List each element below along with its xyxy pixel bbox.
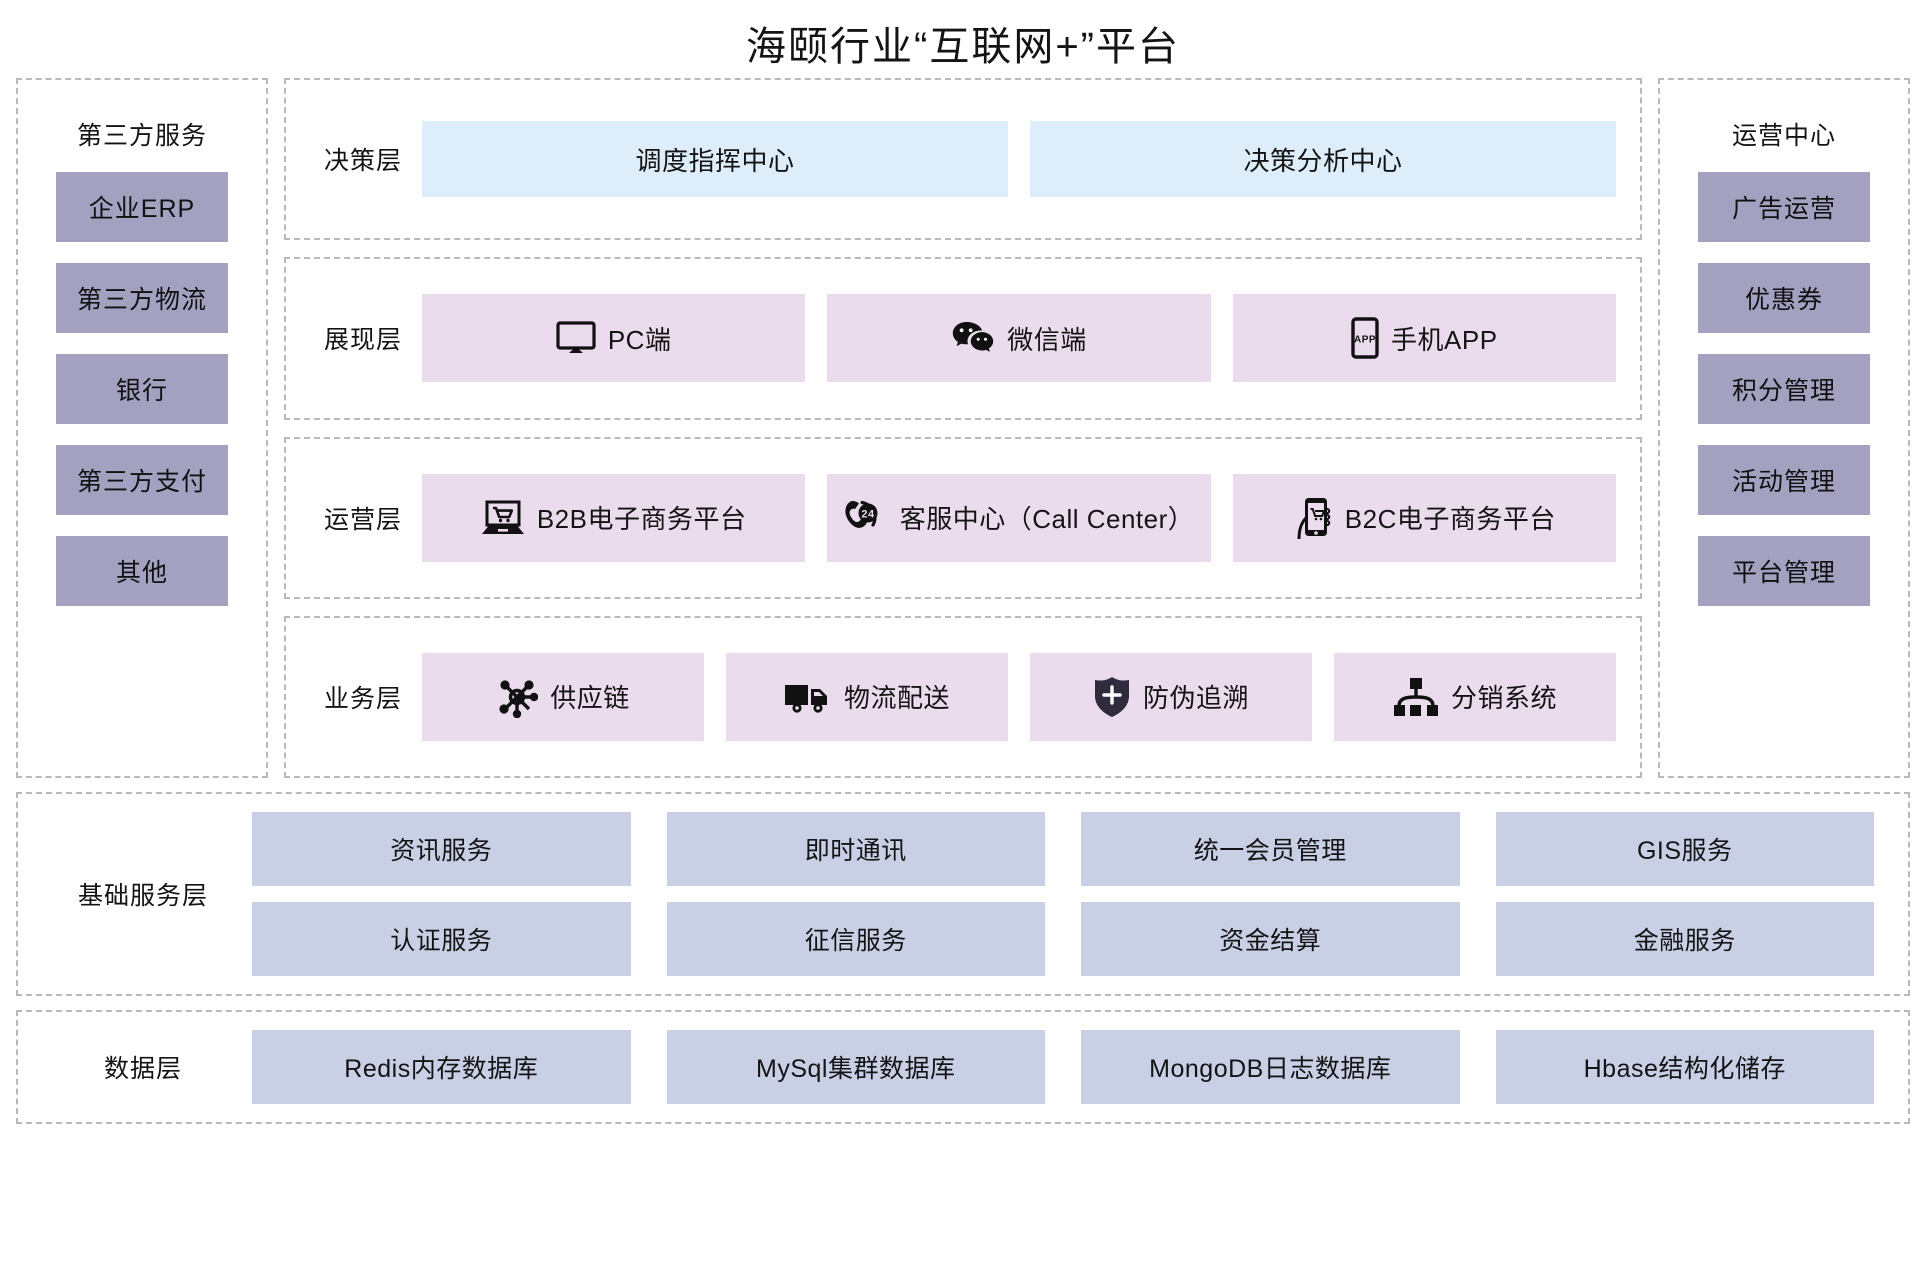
layer-business-label: 业务层 [323, 684, 402, 713]
lower-region: 基础服务层 资讯服务 即时通讯 统一会员管理 GIS服务 认证服务 征信服务 资… [0, 778, 1926, 1124]
monitor-icon [556, 321, 596, 355]
operation-center-title: 运营中心 [1731, 122, 1836, 150]
third-party-item-bank[interactable]: 银行 [56, 354, 228, 424]
cell-call-center[interactable]: 24 客服中心（Call Center） [827, 473, 1211, 562]
tile-authentication-service[interactable]: 认证服务 [252, 902, 631, 976]
cell-label: 防伪追溯 [1142, 683, 1249, 714]
cell-label: 手机APP [1391, 324, 1498, 355]
layer-operation: 运营层 B2B电子 [284, 436, 1642, 599]
operation-item-campaign[interactable]: 活动管理 [1698, 445, 1870, 515]
operation-item-coupon[interactable]: 优惠券 [1698, 263, 1870, 333]
data-layer-grid: Redis内存数据库 MySql集群数据库 MongoDB日志数据库 Hbase… [252, 1030, 1874, 1104]
third-party-item-logistics[interactable]: 第三方物流 [56, 263, 228, 333]
network-nodes-icon [496, 676, 539, 718]
operation-item-advertising[interactable]: 广告运营 [1698, 172, 1870, 242]
cell-label: B2C电子商务平台 [1344, 504, 1556, 535]
cell-label: 分销系统 [1450, 683, 1557, 714]
tile-gis-service[interactable]: GIS服务 [1495, 812, 1874, 886]
base-service-row-2: 认证服务 征信服务 资金结算 金融服务 [252, 902, 1874, 976]
layer-operation-label: 运营层 [323, 505, 402, 534]
cell-label: 供应链 [550, 683, 630, 714]
svg-text:APP: APP [1354, 335, 1376, 346]
wechat-icon [951, 320, 995, 356]
cell-mobile-app[interactable]: APP 手机APP [1232, 294, 1616, 383]
data-layer-row-1: Redis内存数据库 MySql集群数据库 MongoDB日志数据库 Hbase… [252, 1030, 1874, 1104]
cell-label: 物流配送 [843, 683, 950, 714]
operation-item-platform[interactable]: 平台管理 [1698, 536, 1870, 606]
layer-decision-cells: 调度指挥中心 决策分析中心 [422, 121, 1616, 198]
cell-label: PC端 [607, 324, 672, 355]
phone-24h-icon: 24 [844, 498, 888, 538]
layer-operation-cells: B2B电子商务平台 24 客服中心（Call Center） [422, 473, 1616, 562]
cell-label: B2B电子商务平台 [536, 504, 747, 535]
operation-item-points[interactable]: 积分管理 [1698, 354, 1870, 424]
cell-decision-analysis-center[interactable]: 决策分析中心 [1030, 121, 1616, 198]
third-party-services-title: 第三方服务 [76, 122, 207, 150]
layer-presentation: 展现层 PC端 [284, 257, 1642, 420]
cell-anti-counterfeit-trace[interactable]: 防伪追溯 [1030, 652, 1312, 741]
svg-text:24: 24 [861, 508, 875, 520]
tile-mysql-cluster-db[interactable]: MySql集群数据库 [666, 1030, 1045, 1104]
phone-cart-icon [1293, 496, 1333, 540]
tile-fund-settlement[interactable]: 资金结算 [1081, 902, 1460, 976]
layer-business-cells: 供应链 [422, 652, 1616, 741]
third-party-item-erp[interactable]: 企业ERP [56, 172, 228, 242]
base-service-row-1: 资讯服务 即时通讯 统一会员管理 GIS服务 [252, 812, 1874, 886]
data-layer: 数据层 Redis内存数据库 MySql集群数据库 MongoDB日志数据库 H… [16, 1010, 1910, 1124]
tile-financial-service[interactable]: 金融服务 [1495, 902, 1874, 976]
shield-plus-icon [1093, 676, 1131, 718]
tile-hbase-structured-storage[interactable]: Hbase结构化储存 [1495, 1030, 1874, 1104]
truck-icon [784, 680, 832, 714]
layer-presentation-cells: PC端 微信端 [422, 294, 1616, 383]
cell-distribution-system[interactable]: 分销系统 [1334, 652, 1616, 741]
layer-decision: 决策层 调度指挥中心 决策分析中心 [284, 78, 1642, 241]
tile-redis-memory-db[interactable]: Redis内存数据库 [252, 1030, 631, 1104]
layer-business: 业务层 [284, 615, 1642, 778]
cell-label: 客服中心（Call Center） [899, 504, 1195, 535]
base-service-layer: 基础服务层 资讯服务 即时通讯 统一会员管理 GIS服务 认证服务 征信服务 资… [16, 792, 1910, 996]
tile-mongodb-log-db[interactable]: MongoDB日志数据库 [1081, 1030, 1460, 1104]
data-layer-label: 数据层 [103, 1055, 182, 1083]
cell-b2b-platform[interactable]: B2B电子商务平台 [422, 473, 806, 562]
laptop-cart-icon [481, 500, 525, 536]
tile-news-service[interactable]: 资讯服务 [252, 812, 631, 886]
operation-center-panel: 运营中心 广告运营 优惠券 积分管理 活动管理 平台管理 [1658, 78, 1910, 778]
mobile-app-icon: APP [1351, 317, 1379, 360]
tile-credit-service[interactable]: 征信服务 [666, 902, 1045, 976]
base-service-grid: 资讯服务 即时通讯 统一会员管理 GIS服务 认证服务 征信服务 资金结算 金融… [252, 812, 1874, 976]
base-service-layer-label: 基础服务层 [77, 882, 208, 910]
layer-decision-label: 决策层 [323, 147, 402, 176]
cell-label: 决策分析中心 [1243, 145, 1403, 176]
third-party-item-other[interactable]: 其他 [56, 536, 228, 606]
page-title: 海颐行业“互联网+”平台 [746, 25, 1180, 69]
layer-stack: 决策层 调度指挥中心 决策分析中心 展现层 [284, 78, 1642, 778]
cell-logistics-delivery[interactable]: 物流配送 [726, 652, 1008, 741]
cell-wechat-client[interactable]: 微信端 [827, 294, 1211, 383]
cell-dispatch-command-center[interactable]: 调度指挥中心 [422, 121, 1008, 198]
cell-label: 微信端 [1007, 324, 1087, 355]
third-party-item-payment[interactable]: 第三方支付 [56, 445, 228, 515]
upper-region: 第三方服务 企业ERP 第三方物流 银行 第三方支付 其他 决策层 调度指挥中心… [0, 78, 1926, 778]
layer-presentation-label: 展现层 [323, 326, 402, 355]
cell-b2c-platform[interactable]: B2C电子商务平台 [1232, 473, 1616, 562]
tile-unified-member-management[interactable]: 统一会员管理 [1081, 812, 1460, 886]
cell-pc-client[interactable]: PC端 [422, 294, 806, 383]
hierarchy-icon [1393, 677, 1439, 717]
third-party-services-panel: 第三方服务 企业ERP 第三方物流 银行 第三方支付 其他 [16, 78, 268, 778]
tile-instant-messaging[interactable]: 即时通讯 [666, 812, 1045, 886]
cell-label: 调度指挥中心 [635, 145, 795, 176]
cell-supply-chain[interactable]: 供应链 [422, 652, 704, 741]
